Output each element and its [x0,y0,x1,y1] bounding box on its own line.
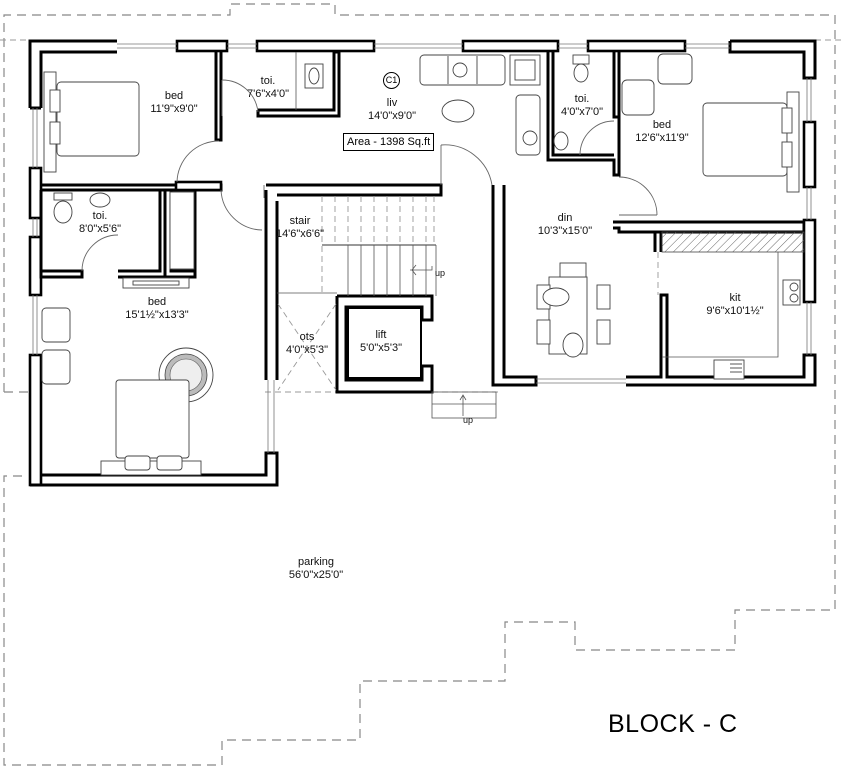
room-name: din [557,212,573,224]
area-label: Area - 1398 Sq.ft [343,133,435,151]
room-size: 14'0"x9'0" [367,110,417,122]
drawing-title: BLOCK - C [608,710,738,738]
furniture [41,53,801,476]
room-label-stair: stair 14'6"x6'6" [276,215,324,241]
stair-up-label: up [435,268,446,278]
room-size: 12'6"x11'9" [635,132,689,144]
room-size: 9'6"x10'1½" [706,305,764,317]
room-name: liv [386,97,398,109]
column-tag: C1 [383,72,400,89]
room-label-bed1: bed 11'9"x9'0" [150,90,197,116]
room-name: lift [375,329,387,341]
room-name: bed [164,90,184,102]
room-name: kit [729,292,741,304]
room-label-din: din 10'3"x15'0" [538,212,592,238]
room-name: bed [147,296,167,308]
room-label-toi2: toi. 4'0"x7'0" [561,93,603,119]
room-label-toi1: toi. 7'6"x4'0" [247,75,289,101]
room-name: toi. [574,93,590,105]
room-size: 11'9"x9'0" [150,103,198,115]
room-size: 56'0"x25'0" [288,569,344,581]
room-label-ots: ots 4'0"x5'3" [286,331,328,357]
room-label-toi3: toi. 8'0"x5'6" [79,210,121,236]
room-name: bed [652,119,672,131]
room-size: 14'6"x6'6" [275,228,325,240]
room-name: toi. [92,210,108,222]
room-label-parking: parking 56'0"x25'0" [289,556,343,582]
stair-treads [321,196,437,296]
room-name: ots [299,331,315,343]
room-name: stair [289,215,311,227]
room-label-lift: lift 5'0"x5'3" [360,329,402,355]
room-size: 10'3"x15'0" [537,225,593,237]
room-size: 7'6"x4'0" [247,88,289,100]
walls [28,39,817,487]
doors [81,79,658,272]
room-label-kit: kit 9'6"x10'1½" [706,292,763,318]
entry-up-label: up [463,415,474,425]
room-label-bed3: bed 15'1½"x13'3" [125,296,188,322]
room-name: toi. [260,75,276,87]
room-label-liv: liv 14'0"x9'0" [368,97,416,123]
room-size: 5'0"x5'3" [360,342,402,354]
room-size: 8'0"x5'6" [79,223,121,235]
room-name: parking [297,556,335,568]
room-size: 15'1½"x13'3" [125,309,189,321]
room-label-bed2: bed 12'6"x11'9" [635,119,688,145]
room-size: 4'0"x5'3" [286,344,328,356]
room-size: 4'0"x7'0" [561,106,603,118]
